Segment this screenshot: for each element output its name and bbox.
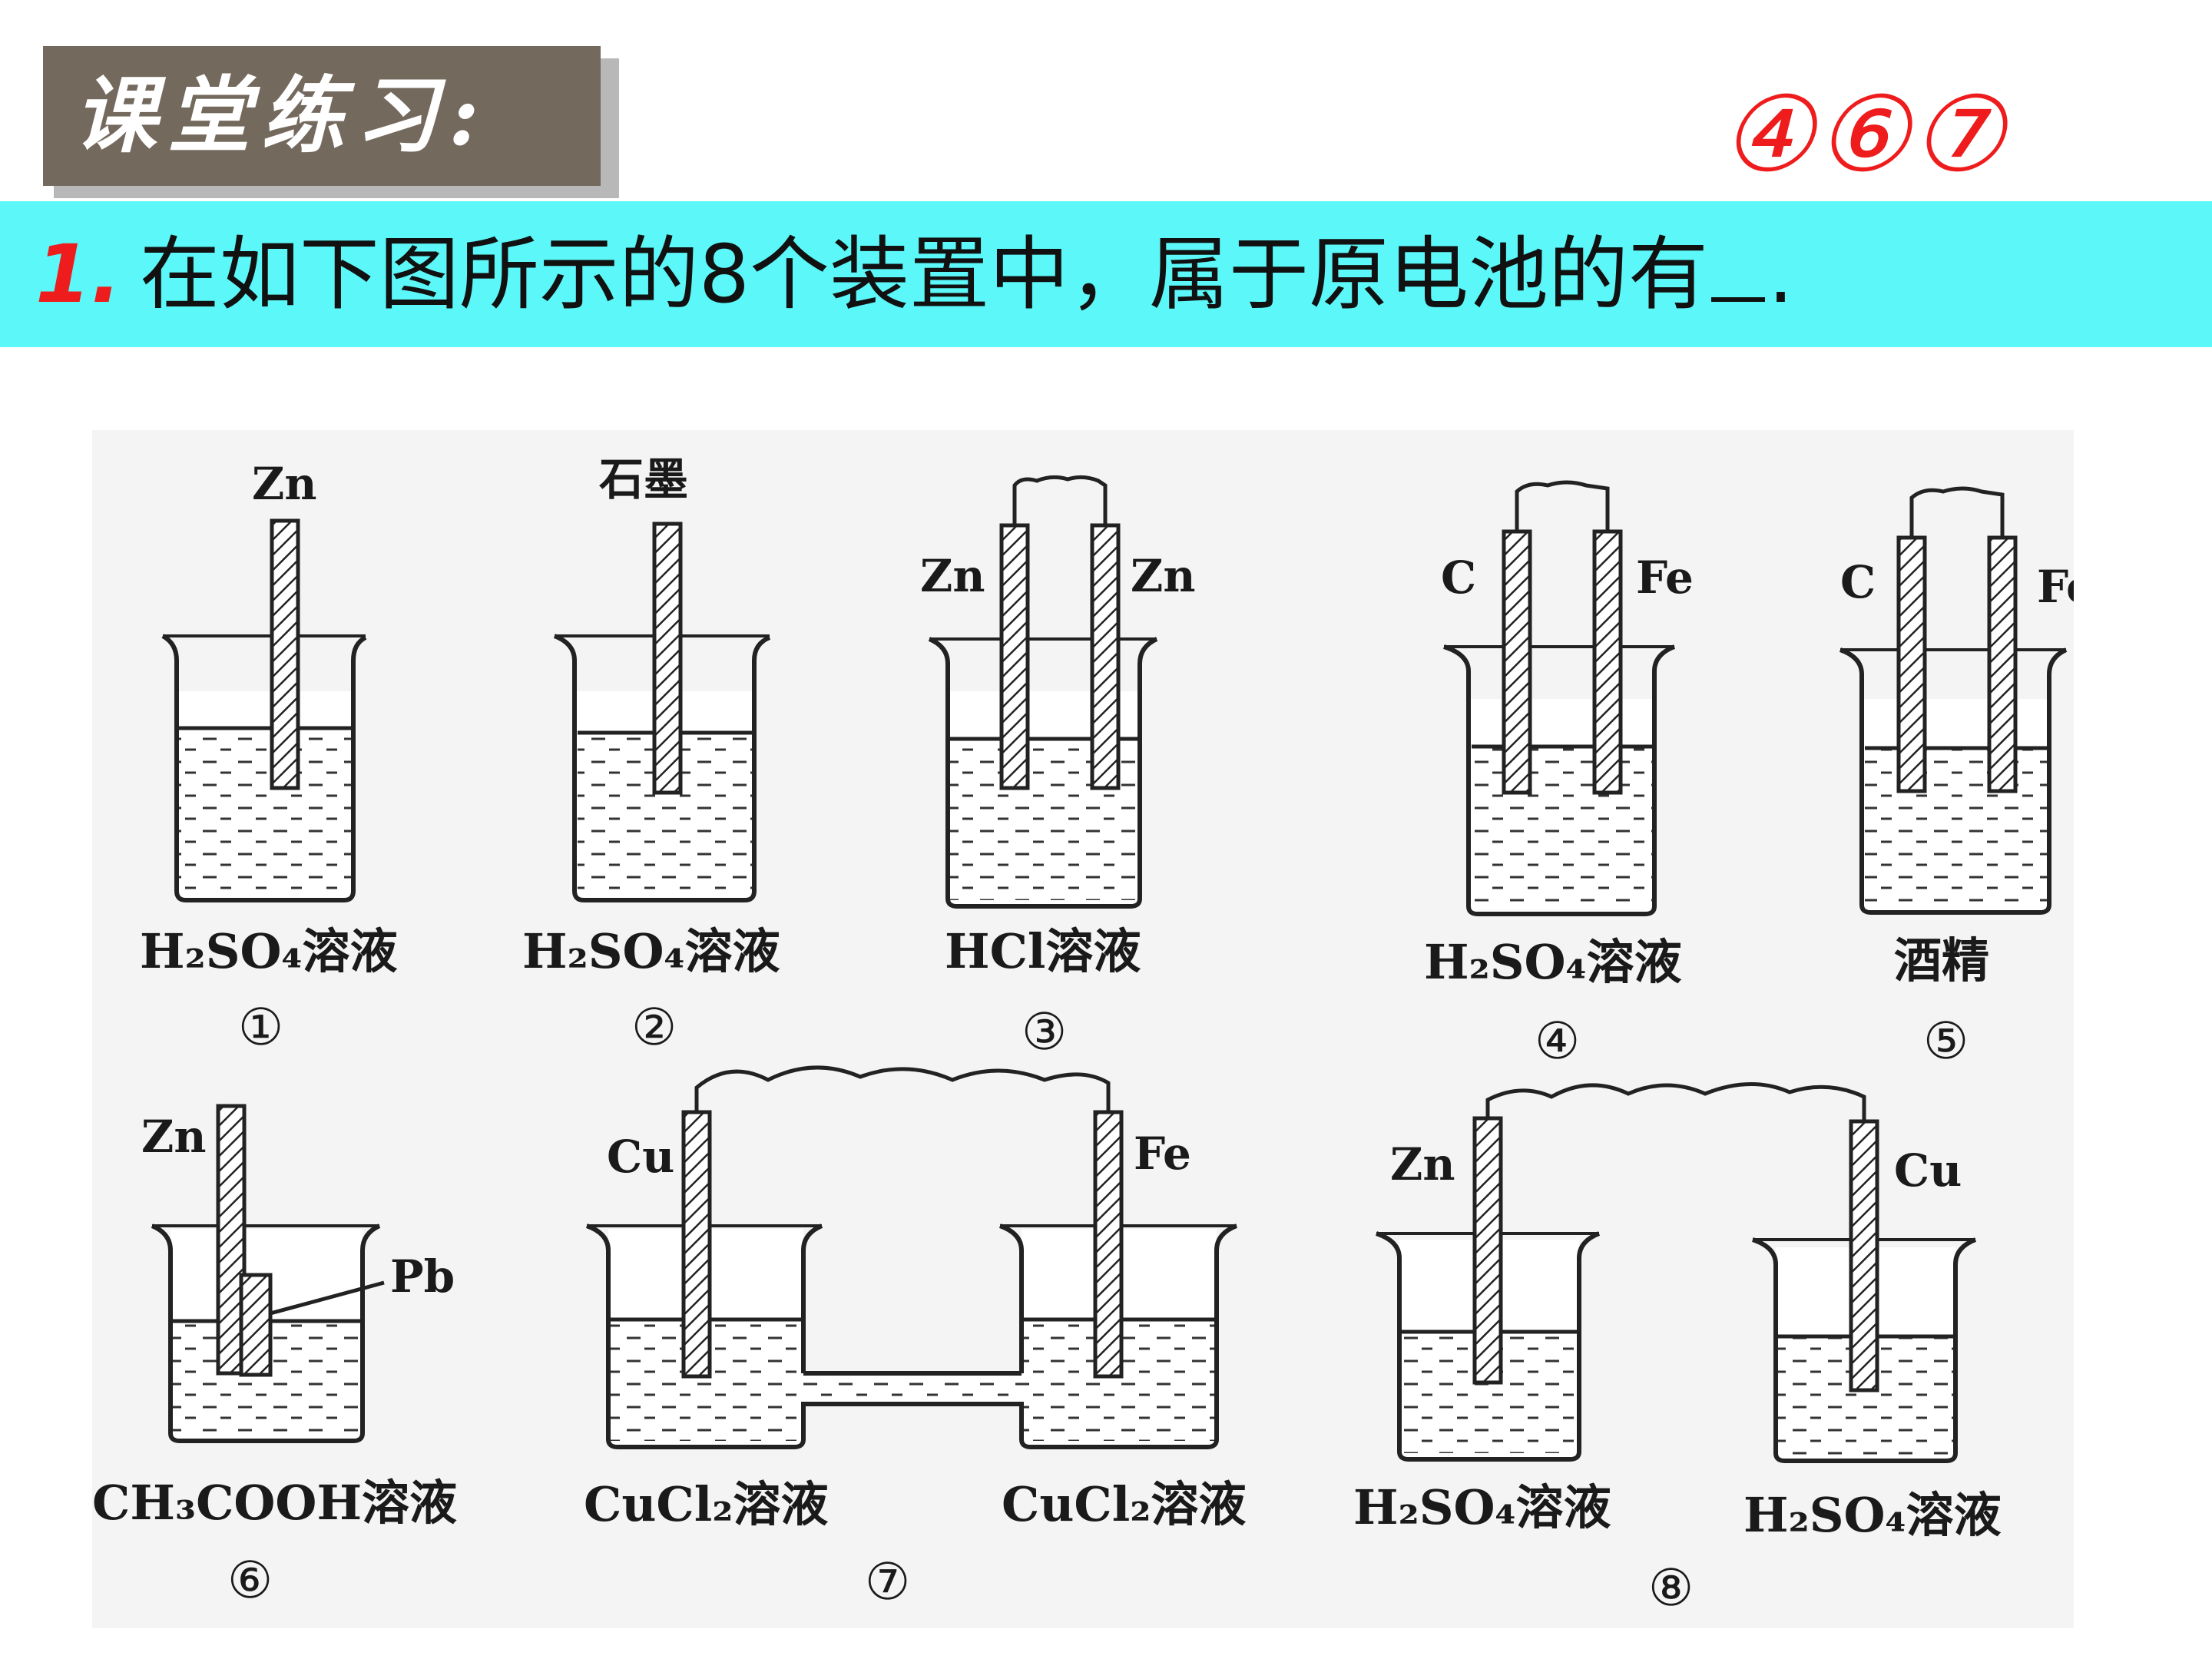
apparatus-6: Zn Pb CH₃COOH溶液 ⑥	[92, 1104, 457, 1610]
solution-label: H₂SO₄溶液	[522, 923, 780, 979]
electrode-label: Fe	[1636, 551, 1694, 604]
electrode-label: Fe	[2037, 561, 2074, 613]
electrode-label: Cu	[1894, 1144, 1962, 1197]
apparatus-8: Zn Cu H₂SO₄溶液 H₂SO₄溶液 ⑧	[1353, 1082, 2002, 1618]
solution-label: CH₃COOH溶液	[92, 1475, 457, 1531]
apparatus-2: 石墨 H₂SO₄溶液 ②	[522, 453, 780, 1057]
apparatus-3: Zn Zn HCl溶液 ③	[920, 475, 1196, 1061]
apparatus-5: C Fe 酒精 ⑤	[1839, 486, 2074, 1071]
solution-label: HCl溶液	[945, 923, 1141, 979]
solution-label: CuCl₂溶液	[584, 1476, 828, 1532]
question-number: 1.	[35, 227, 121, 321]
question-bar	[0, 201, 2212, 347]
section-tag: 课堂练习:	[43, 46, 601, 186]
solution-label: 酒精	[1894, 932, 1989, 988]
solution-label: H₂SO₄溶液	[1353, 1479, 1611, 1535]
electrode-label: Cu	[607, 1131, 674, 1183]
electrode-label: Pb	[390, 1250, 455, 1303]
solution-label: CuCl₂溶液	[1002, 1476, 1246, 1532]
apparatus-number: ①	[238, 998, 283, 1057]
apparatus-4: C Fe H₂SO₄溶液 ④	[1424, 480, 1694, 1071]
apparatus-number: ⑧	[1648, 1558, 1694, 1618]
electrode-label: C	[1840, 556, 1876, 608]
solution-label: H₂SO₄溶液	[1743, 1487, 2002, 1543]
solution-label: H₂SO₄溶液	[1424, 934, 1682, 990]
apparatus-number: ④	[1535, 1012, 1580, 1071]
electrode-label: Fe	[1134, 1128, 1191, 1180]
apparatus-number: ⑦	[865, 1552, 910, 1611]
question-end: .	[1768, 227, 1794, 321]
apparatus-number: ⑤	[1923, 1012, 1969, 1071]
apparatus-number: ⑥	[227, 1551, 273, 1610]
apparatus-diagram: Zn H₂SO₄溶液 ① 石墨 H₂SO₄溶液 ② Zn	[92, 453, 2074, 1618]
answer-blank	[1711, 227, 1766, 302]
apparatus-1: Zn H₂SO₄溶液 ①	[140, 458, 398, 1057]
electrode-label: C	[1441, 551, 1476, 604]
electrode-label: Zn	[1390, 1138, 1455, 1190]
electrode-label: 石墨	[599, 453, 688, 505]
electrode-label: Zn	[141, 1111, 207, 1163]
question: 1.在如下图所示的8个装置中，属于原电池的有.	[35, 201, 1793, 347]
solution-label: H₂SO₄溶液	[140, 923, 398, 979]
electrode-label: Zn	[920, 550, 985, 602]
electrode-label: Zn	[252, 458, 317, 510]
apparatus-number: ③	[1022, 1002, 1067, 1061]
apparatus-number: ②	[631, 998, 677, 1057]
answer-text: ④⑥⑦	[1720, 75, 2006, 196]
apparatus-figure: Zn H₂SO₄溶液 ① 石墨 H₂SO₄溶液 ② Zn	[92, 430, 2074, 1628]
apparatus-7: Cu Fe CuCl₂溶液 CuCl₂溶液 ⑦	[584, 1065, 1246, 1611]
electrode-label: Zn	[1131, 550, 1196, 602]
question-text: 在如下图所示的8个装置中，属于原电池的有	[139, 227, 1709, 321]
